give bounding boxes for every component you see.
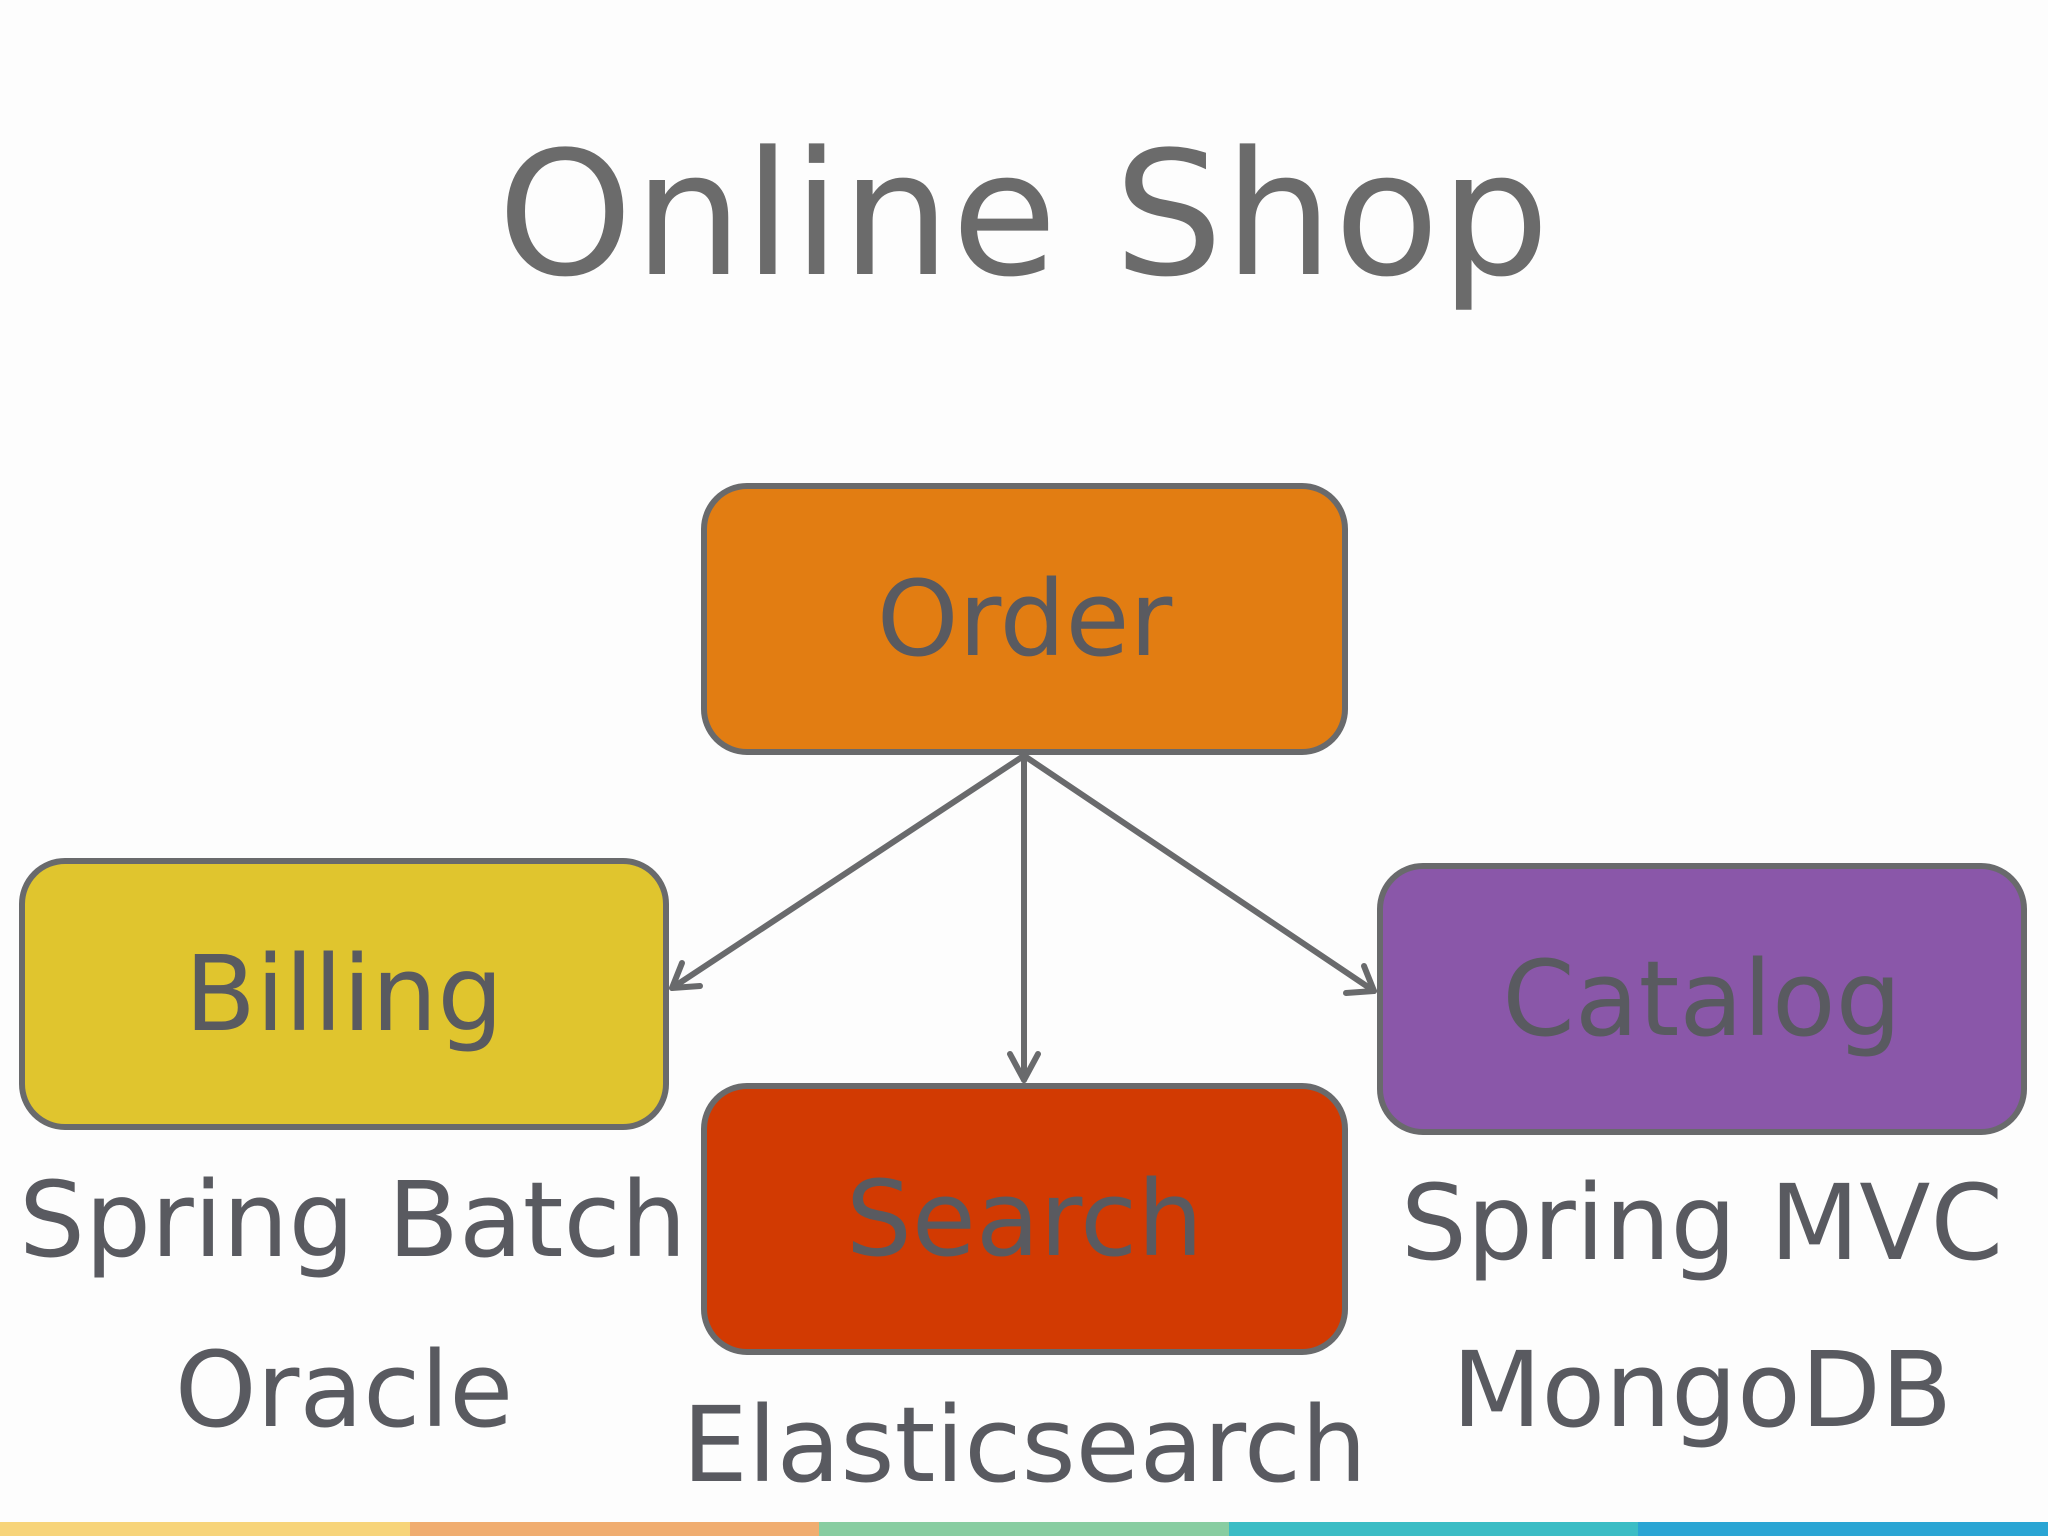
arrow-order-catalog — [1023, 754, 1377, 994]
catalog-label: Catalog — [1502, 938, 1902, 1060]
search-engine-label: Elasticsearch — [682, 1384, 1367, 1506]
billing-label: Billing — [184, 933, 504, 1055]
search-label: Search — [845, 1158, 1204, 1280]
catalog-service-box: Catalog — [1377, 863, 2027, 1135]
footer-segment-2 — [409, 1522, 820, 1536]
footer-color-bar — [0, 1522, 2048, 1536]
billing-database-label: Oracle — [174, 1329, 514, 1451]
footer-segment-3 — [819, 1522, 1229, 1536]
footer-segment-1 — [0, 1522, 410, 1536]
search-service-box: Search — [701, 1083, 1348, 1355]
catalog-framework-label: Spring MVC — [1400, 1162, 2004, 1284]
catalog-database-label: MongoDB — [1451, 1329, 1953, 1451]
arrow-order-billing — [669, 754, 1025, 991]
footer-segment-4 — [1228, 1522, 1639, 1536]
order-label: Order — [876, 558, 1173, 680]
billing-service-box: Billing — [19, 858, 669, 1130]
arrowhead-search — [1007, 1051, 1041, 1083]
arrowhead-catalog — [1343, 963, 1377, 996]
footer-segment-5 — [1638, 1522, 2048, 1536]
billing-framework-label: Spring Batch — [19, 1159, 687, 1281]
arrowhead-billing — [669, 960, 703, 991]
order-service-box: Order — [701, 483, 1348, 755]
slide-title: Online Shop — [497, 114, 1551, 315]
